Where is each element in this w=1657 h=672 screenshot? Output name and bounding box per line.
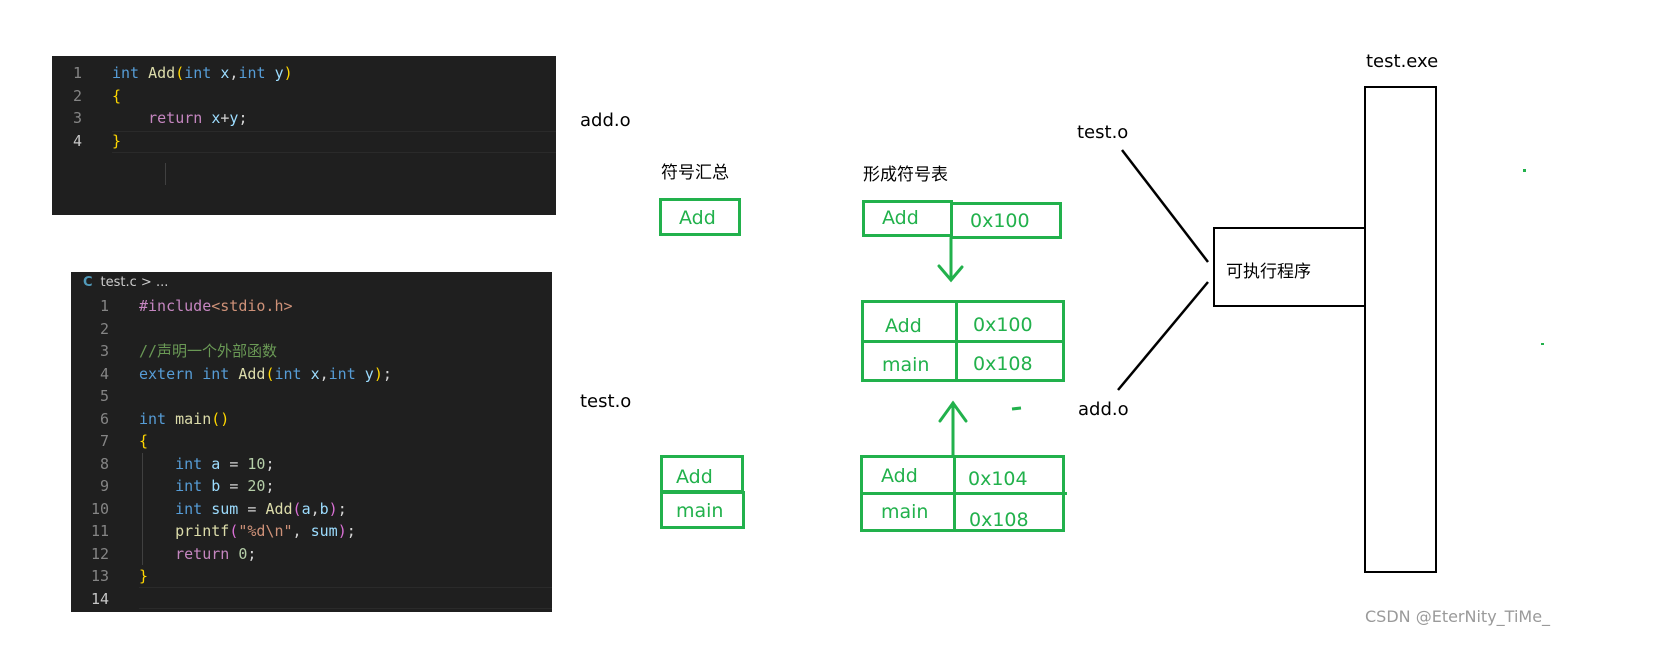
merged-row1-addr: 0x100: [973, 314, 1033, 336]
code-line: 10 int sum = Add(a,b);: [71, 498, 552, 520]
add-table-addr: 0x100: [970, 210, 1030, 232]
link-add-o-label: add.o: [1078, 399, 1129, 420]
executable-box: [1213, 227, 1366, 307]
code-line: 7{: [71, 430, 552, 452]
merged-row1-name: Add: [885, 315, 922, 337]
exe-mark-1: [1523, 169, 1526, 172]
line-number: 1: [72, 64, 82, 82]
code-text: printf("%d\n", sum);: [175, 522, 356, 540]
test-o-label: test.o: [580, 391, 632, 412]
symbol-summary-title: 符号汇总: [661, 163, 729, 183]
code-line: 12 return 0;: [71, 543, 552, 565]
line-number: 6: [99, 409, 109, 428]
line-number: 8: [99, 454, 109, 473]
test-row1-addr: 0x104: [968, 468, 1028, 490]
code-line: 8 int a = 10;: [71, 453, 552, 475]
connector-add-o: [1117, 281, 1209, 391]
code-text: return 0;: [175, 544, 257, 563]
code-text: {: [112, 86, 122, 105]
code-line: 1 int Add(int x,int y): [52, 62, 556, 84]
add-table-addr-cell: [950, 202, 1062, 239]
indent-guide: [142, 453, 143, 565]
line-number: 4: [72, 131, 82, 150]
code-line: 3 return x+y;: [52, 107, 556, 129]
breadcrumb-path: test.c > ...: [100, 275, 169, 290]
exe-box: [1364, 86, 1437, 573]
summary-test-main-text: main: [676, 500, 724, 522]
code-text: }: [112, 131, 122, 150]
code-text: int main(): [139, 409, 230, 428]
code-text: extern int Add(int x,int y);: [139, 364, 392, 383]
line-number: 1: [99, 297, 109, 315]
line-number: 2: [72, 86, 82, 105]
exe-mark-2: [1541, 343, 1544, 345]
merged-row2-addr: 0x108: [973, 353, 1033, 375]
code-line: 2{: [52, 85, 556, 107]
code-line: 1 #include<stdio.h>: [71, 295, 552, 317]
current-line-highlight: [139, 587, 552, 609]
line-number: 7: [99, 432, 109, 450]
code-text: #include<stdio.h>: [139, 297, 293, 315]
code-line: 6 int main(): [71, 408, 552, 430]
code-line: 5: [71, 385, 552, 407]
code-text: return x+y;: [148, 109, 248, 127]
line-number: 13: [90, 567, 109, 585]
test-row2-name: main: [881, 501, 929, 523]
line-number: 4: [99, 364, 109, 383]
code-line: 4 extern int Add(int x,int y);: [71, 363, 552, 385]
current-line-highlight: [112, 131, 556, 153]
code-text: int a = 10;: [175, 454, 275, 473]
line-number: 3: [99, 342, 109, 360]
line-number: 14: [90, 589, 109, 608]
code-line: 3 //声明一个外部函数: [71, 340, 552, 362]
line-number: 11: [90, 522, 109, 540]
line-number: 3: [72, 109, 82, 127]
exe-label: test.exe: [1366, 51, 1439, 72]
stray-mark: [1011, 406, 1022, 411]
code-line: 4}: [52, 130, 556, 152]
line-number: 10: [90, 499, 109, 518]
arrow-up-icon: [938, 400, 968, 457]
line-number: 5: [99, 387, 109, 405]
line-number: 9: [99, 477, 109, 495]
indent-guide: [165, 163, 166, 185]
code-text: int sum = Add(a,b);: [175, 499, 347, 518]
code-text: //声明一个外部函数: [139, 342, 278, 360]
connector-test-o: [1121, 149, 1209, 263]
add-o-label: add.o: [580, 110, 631, 131]
symbol-table-title: 形成符号表: [863, 165, 948, 185]
summary-add-box: [659, 198, 741, 236]
merged-table-hdivider: [861, 340, 1065, 343]
code-text: {: [139, 432, 149, 450]
summary-add-text: Add: [679, 207, 716, 229]
code-text: }: [139, 567, 149, 585]
arrow-down-icon: [937, 236, 964, 283]
code-line: 2: [71, 318, 552, 340]
merged-row2-name: main: [882, 354, 930, 376]
code-line: 14: [71, 588, 552, 610]
code-line: 13}: [71, 565, 552, 587]
code-text: int Add(int x,int y): [112, 64, 293, 82]
test-table-hdivider: [860, 492, 1067, 495]
summary-test-add-text: Add: [676, 466, 713, 488]
watermark: CSDN @EterNity_TiMe_: [1365, 607, 1551, 626]
code-line: 9 int b = 20;: [71, 475, 552, 497]
add-table-name: Add: [882, 207, 919, 229]
summary-test-box-main: [660, 491, 745, 529]
line-number: 2: [99, 319, 109, 338]
test-row1-name: Add: [881, 465, 918, 487]
test-row2-addr: 0x108: [969, 509, 1029, 531]
line-number: 12: [90, 544, 109, 563]
code-text: int b = 20;: [175, 477, 275, 495]
code-line: 11 printf("%d\n", sum);: [71, 520, 552, 542]
c-file-icon: C: [83, 275, 93, 290]
link-test-o-label: test.o: [1077, 122, 1129, 143]
executable-label: 可执行程序: [1226, 262, 1311, 282]
